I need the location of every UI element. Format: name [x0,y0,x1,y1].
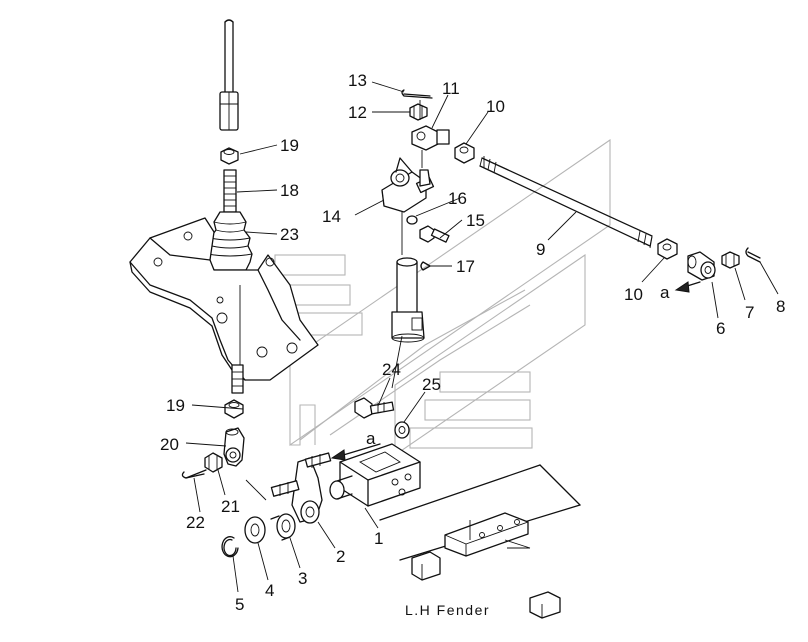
label-part-8: 8 [776,297,785,316]
threaded-rod-18 [223,169,237,213]
label-part-13: 13 [348,71,367,90]
bracket-block-1 [329,443,421,507]
cotter-pin-8 [745,247,761,263]
label-part-10-upper: 10 [486,97,505,116]
label-part-7: 7 [745,303,754,322]
cotter-pin-22 [181,469,207,479]
bolt-24 [354,397,395,419]
label-part-1: 1 [374,529,383,548]
nut-7 [721,251,740,269]
snap-ring-5 [221,536,239,558]
label-part-5: 5 [235,595,244,614]
rod-end-6 [687,251,716,281]
label-part-3: 3 [298,569,307,588]
ref-arrow-a-lower [330,443,381,461]
label-part-6: 6 [716,319,725,338]
label-part-11: 11 [442,79,460,98]
part-labels: 19 18 23 19 20 21 22 1 2 3 4 5 24 25 a 1… [160,71,785,614]
pin-17 [420,261,431,271]
label-part-20: 20 [160,435,179,454]
cotter-pin-13 [401,89,433,99]
rod-end-11 [411,125,450,151]
label-part-18: 18 [280,181,299,200]
fender-outline [379,464,581,619]
label-part-21: 21 [221,497,240,516]
label-part-19-upper: 19 [280,136,299,155]
washer-4 [244,516,266,544]
label-part-9: 9 [536,240,545,259]
bolt-15 [419,225,450,243]
rod-end-20 [223,427,245,467]
upper-lever-rod [219,19,239,131]
nut-10-lower [657,238,678,260]
leader-lines [185,81,779,593]
mounting-bracket [129,217,319,381]
label-part-14: 14 [322,207,341,226]
label-part-17: 17 [456,257,475,276]
label-part-10-lower: 10 [624,285,643,304]
nut-21 [204,452,223,473]
nut-12 [409,103,428,121]
label-part-2: 2 [336,547,345,566]
label-part-15: 15 [466,211,485,230]
center-shaft [391,257,425,343]
nut-10-upper [454,142,475,164]
ref-arrow-a-upper [674,281,701,293]
label-ref-a-lower: a [366,429,376,448]
washer-25 [394,421,410,439]
label-part-19-lower: 19 [166,396,185,415]
lever-14 [381,157,435,213]
control-rod-9 [479,156,653,249]
label-ref-a-upper: a [660,283,670,302]
label-part-22: 22 [186,513,205,532]
bushing-3 [270,513,296,541]
label-part-16: 16 [448,189,467,208]
label-part-23: 23 [280,225,299,244]
nut-16 [406,215,418,225]
fender-label: L.H Fender [405,602,490,618]
label-part-12: 12 [348,103,367,122]
lever-arm-2 [270,452,332,524]
label-part-4: 4 [265,581,274,600]
nut-19-lower [224,399,244,419]
rubber-boot-23 [207,211,253,271]
nut-19-upper [220,147,239,165]
label-part-25: 25 [422,375,441,394]
lower-rod [231,364,244,394]
label-part-24: 24 [382,360,401,379]
